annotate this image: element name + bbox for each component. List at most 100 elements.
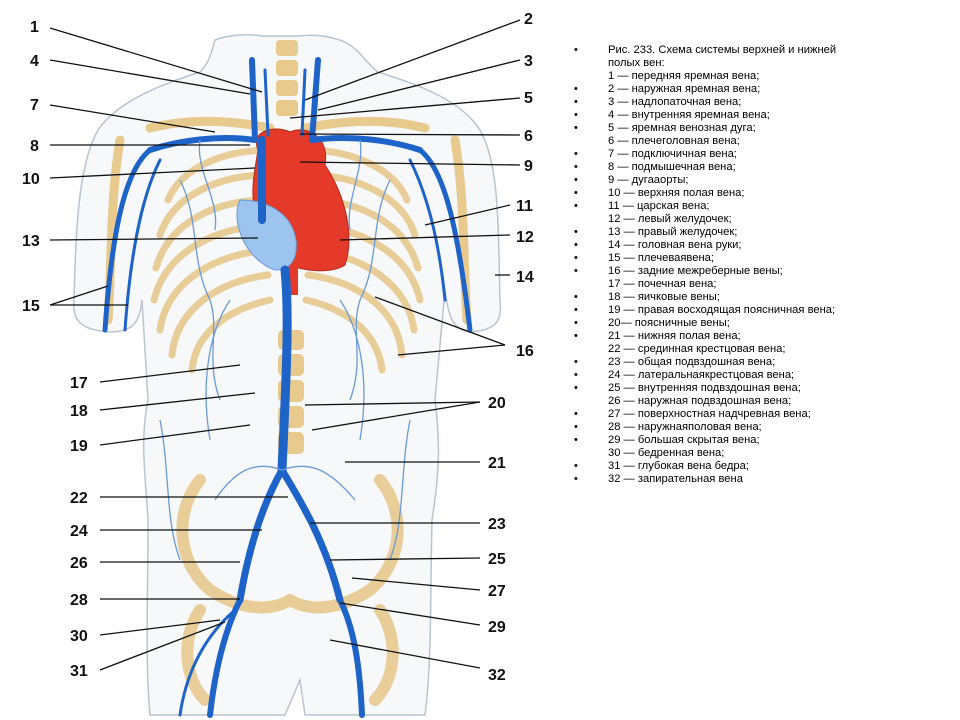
callout-21: 21 bbox=[488, 455, 506, 472]
callout-19: 19 bbox=[70, 438, 88, 455]
pelvis bbox=[176, 474, 404, 706]
major-veins bbox=[102, 57, 473, 718]
bullet-icon: • bbox=[574, 421, 578, 433]
bullet-icon: • bbox=[574, 473, 578, 485]
callout-10: 10 bbox=[22, 171, 40, 188]
legend-item: •25 — внутренняя подвздошная вена; bbox=[574, 382, 801, 394]
bullet-icon: • bbox=[574, 174, 578, 186]
callout-7: 7 bbox=[30, 97, 39, 114]
legend-item: •11 — царская вена; bbox=[574, 200, 710, 212]
legend-item: •16 — задние межреберные вены; bbox=[574, 265, 783, 277]
bullet-icon: • bbox=[574, 83, 578, 95]
bullet-icon: • bbox=[574, 252, 578, 264]
legend-caption-line1: Рис. 233. Схема системы верхней и нижней bbox=[608, 44, 837, 56]
leader-lines bbox=[49, 19, 521, 671]
legend-item: 26 — наружная подвздошная вена; bbox=[608, 395, 792, 407]
callout-2: 2 bbox=[524, 11, 533, 28]
legend-item: • 9 — дугааорты; bbox=[574, 174, 689, 186]
legend-item: •14 — головная вена руки; bbox=[574, 239, 742, 251]
legend-item: 30 — бедренная вена; bbox=[608, 447, 725, 459]
legend-item: 12 — левый желудочек; bbox=[608, 213, 732, 225]
bullet-icon: • bbox=[574, 356, 578, 368]
callout-23: 23 bbox=[488, 516, 506, 533]
bullet-icon: • bbox=[574, 330, 578, 342]
legend-item: •27 — поверхностная надчревная вена; bbox=[574, 408, 811, 420]
legend-list: • Рис. 233. Схема системы верхней и нижн… bbox=[572, 44, 952, 486]
bullet-icon: • bbox=[574, 382, 578, 394]
callout-29: 29 bbox=[488, 619, 506, 636]
callout-3: 3 bbox=[524, 53, 533, 70]
legend-item: •32 — запирательная вена bbox=[574, 473, 743, 485]
bullet-icon: • bbox=[574, 304, 578, 316]
callout-5: 5 bbox=[524, 90, 533, 107]
callout-25: 25 bbox=[488, 551, 506, 568]
bullet-icon: • bbox=[574, 369, 578, 381]
bullet-icon: • bbox=[574, 187, 578, 199]
callout-12: 12 bbox=[516, 229, 534, 246]
legend-item: •2 — наружная яремная вена; bbox=[574, 83, 761, 95]
callout-31: 31 bbox=[70, 663, 88, 680]
callout-26: 26 bbox=[70, 555, 88, 572]
callout-32: 32 bbox=[488, 667, 506, 684]
callout-13: 13 bbox=[22, 233, 40, 250]
bullet-icon: • bbox=[574, 44, 578, 56]
callout-18: 18 bbox=[70, 403, 88, 420]
venous-system-diagram: 1 2 3 4 5 6 7 8 9 10 11 12 13 14 15 16 1… bbox=[22, 11, 534, 718]
legend-item: •3 — надлопаточная вена; bbox=[574, 96, 742, 108]
bullet-icon: • bbox=[574, 161, 578, 173]
legend-caption: • Рис. 233. Схема системы верхней и нижн… bbox=[572, 44, 952, 70]
callout-24: 24 bbox=[70, 523, 88, 540]
callout-9: 9 bbox=[524, 158, 533, 175]
legend-item: •15 — плечеваявена; bbox=[574, 252, 714, 264]
legend-item: 22 — срединная крестцовая вена; bbox=[608, 343, 786, 355]
legend-item: •8 — подмышечная вена; bbox=[574, 161, 736, 173]
bullet-icon: • bbox=[574, 408, 578, 420]
minor-veins bbox=[159, 139, 411, 561]
bullet-icon: • bbox=[574, 148, 578, 160]
legend-item: •23 — общая подвздошная вена; bbox=[574, 356, 776, 368]
callout-1: 1 bbox=[30, 19, 39, 36]
bullet-icon: • bbox=[574, 122, 578, 134]
legend-item: •21 — нижняя полая вена; bbox=[574, 330, 741, 342]
legend-item: •29 — большая скрытая вена; bbox=[574, 434, 760, 446]
legend-caption-line2: полых вен: bbox=[608, 57, 665, 69]
callout-14: 14 bbox=[516, 269, 534, 286]
legend-item: •19 — правая восходящая поясничная вена; bbox=[574, 304, 836, 316]
bullet-icon: • bbox=[574, 226, 578, 238]
legend-item: •18 — яичковые вены; bbox=[574, 291, 720, 303]
legend-item: •13 — правый желудочек; bbox=[574, 226, 738, 238]
bullet-icon: • bbox=[574, 317, 578, 329]
legend-item: •24 — латеральнаякрестцовая вена; bbox=[574, 369, 795, 381]
figure-legend: • Рис. 233. Схема системы верхней и нижн… bbox=[572, 44, 952, 486]
legend-item: •31 — глубокая вена бедра; bbox=[574, 460, 749, 472]
legend-item: •5 — яремная венозная дуга; bbox=[574, 122, 756, 134]
callout-11: 11 bbox=[516, 198, 533, 215]
callout-22: 22 bbox=[70, 490, 88, 507]
callout-6: 6 bbox=[524, 128, 533, 145]
legend-item: 17 — почечная вена; bbox=[608, 278, 717, 290]
callout-4: 4 bbox=[30, 53, 39, 70]
bullet-icon: • bbox=[574, 239, 578, 251]
callout-numbers: 1 2 3 4 5 6 7 8 9 10 11 12 13 14 15 16 1… bbox=[22, 11, 534, 684]
bullet-icon: • bbox=[574, 291, 578, 303]
bullet-icon: • bbox=[574, 96, 578, 108]
callout-15: 15 bbox=[22, 298, 40, 315]
legend-item: 1 — передняя яремная вена; bbox=[608, 70, 760, 82]
callout-27: 27 bbox=[488, 583, 506, 600]
legend-item: •4 — внутренняя яремная вена; bbox=[574, 109, 770, 121]
legend-item: •10 — верхняя полая вена; bbox=[574, 187, 745, 199]
legend-item: •7 — подключичная вена; bbox=[574, 148, 737, 160]
callout-8: 8 bbox=[30, 138, 39, 155]
bullet-icon: • bbox=[574, 434, 578, 446]
callout-28: 28 bbox=[70, 592, 88, 609]
legend-item: 6 — плечеголовная вена; bbox=[608, 135, 740, 147]
bullet-icon: • bbox=[574, 109, 578, 121]
bullet-icon: • bbox=[574, 265, 578, 277]
callout-16: 16 bbox=[516, 343, 534, 360]
legend-item: •28 — наружнаяполовая вена; bbox=[574, 421, 762, 433]
legend-item: •20— поясничные вены; bbox=[574, 317, 730, 329]
rib-cage bbox=[150, 146, 424, 374]
callout-30: 30 bbox=[70, 628, 88, 645]
callout-20: 20 bbox=[488, 395, 506, 412]
right-ventricle bbox=[236, 199, 297, 271]
